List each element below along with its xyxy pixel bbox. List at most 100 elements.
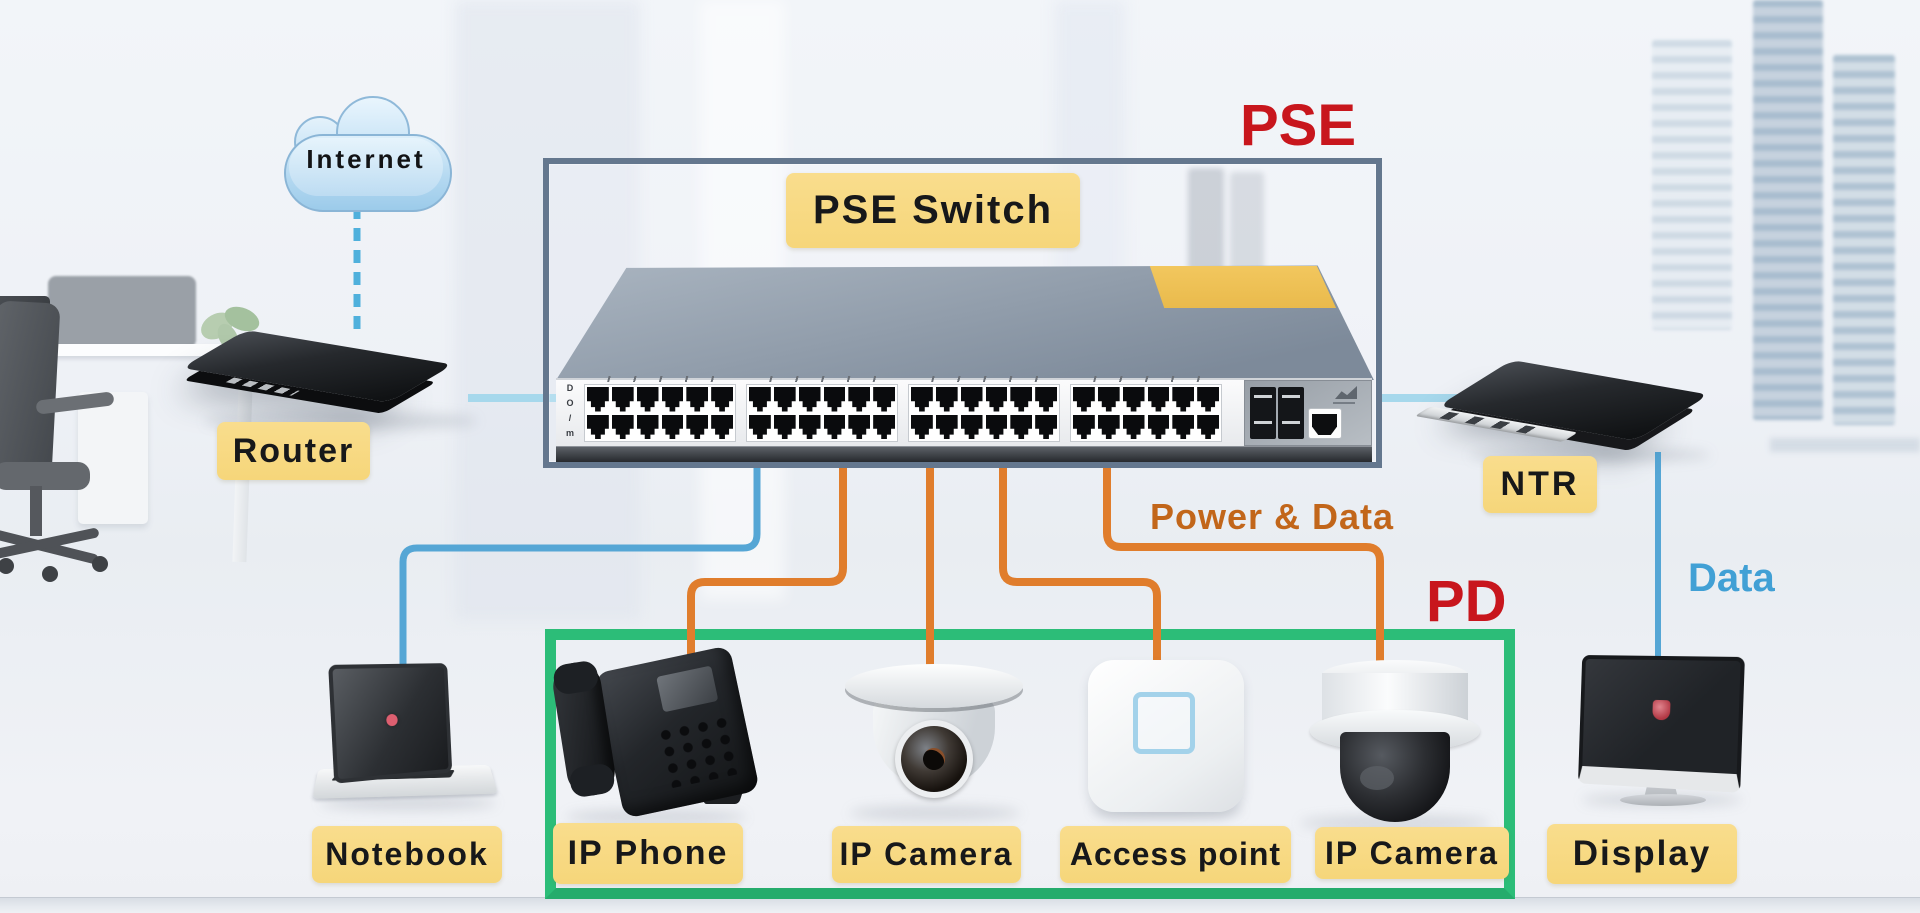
chair-wheel	[42, 566, 58, 582]
brand-logo-icon	[1335, 386, 1357, 399]
office-chair-post	[30, 486, 42, 536]
desk	[0, 344, 262, 356]
phone-body	[594, 645, 760, 819]
ip-camera-label: IP Camera	[832, 826, 1021, 883]
rj45-port	[873, 414, 895, 439]
notebook-device	[312, 663, 498, 806]
desk-drawer	[78, 392, 148, 524]
rj45-port	[1122, 387, 1145, 412]
rj45-port	[1010, 414, 1033, 439]
shadow	[850, 806, 1020, 820]
switch-to-ipcamera2-power-line	[1103, 450, 1384, 666]
switch-port-group	[746, 376, 898, 442]
rj45-port	[823, 387, 846, 412]
rj45-port	[686, 387, 709, 412]
rj45-port	[848, 387, 871, 412]
rj45-port	[911, 387, 933, 412]
rj45-port	[1197, 414, 1219, 439]
switch-to-accesspoint-power-line	[999, 450, 1161, 666]
chair-wheel	[0, 558, 14, 574]
laptop-screen	[328, 663, 453, 784]
rj45-port	[1073, 414, 1095, 439]
internet-cloud-icon: Internet	[284, 96, 452, 212]
switch-port-group	[908, 376, 1060, 442]
monitor-screen	[1578, 655, 1745, 793]
pse-switch-label: PSE Switch	[786, 173, 1080, 248]
shadow	[566, 810, 746, 824]
access-point-device	[1088, 660, 1244, 812]
rj45-port	[935, 414, 958, 439]
rj45-port	[798, 414, 821, 439]
rj45-port	[935, 387, 958, 412]
rj45-port	[636, 387, 659, 412]
console-port	[1308, 408, 1342, 439]
rj45-port	[661, 387, 684, 412]
camera-dome-glass	[1340, 732, 1450, 822]
pse-title: PSE	[1240, 93, 1357, 158]
switch-sfp-section	[1244, 380, 1372, 446]
building-silhouette	[1753, 0, 1823, 420]
ip-camera-dome-device	[1292, 656, 1498, 828]
rj45-port	[636, 414, 659, 439]
rj45-port	[686, 414, 709, 439]
ip-camera-turret-device	[845, 658, 1023, 820]
rj45-port	[960, 387, 983, 412]
rj45-port	[1035, 414, 1057, 439]
rj45-port	[873, 387, 895, 412]
access-point-label: Access point	[1060, 826, 1291, 883]
shadow	[1300, 816, 1490, 830]
rj45-port	[1097, 414, 1120, 439]
data-label: Data	[1688, 556, 1775, 600]
rj45-port	[960, 414, 983, 439]
rj45-port	[1147, 387, 1170, 412]
router-label: Router	[217, 422, 370, 480]
office-chair-seat	[0, 462, 90, 490]
rj45-port	[1035, 387, 1057, 412]
switch-to-ipphone-power-line	[687, 450, 847, 684]
rj45-port	[798, 387, 821, 412]
shadow	[320, 796, 496, 810]
rj45-port	[661, 414, 684, 439]
camera-lens-icon	[1360, 766, 1394, 790]
chair-wheel	[92, 556, 108, 572]
rj45-port	[1097, 387, 1120, 412]
cloud-shape	[289, 138, 443, 196]
switch-to-notebook-line	[399, 450, 761, 668]
rj45-port	[773, 414, 796, 439]
rj45-port	[1073, 387, 1095, 412]
rj45-port	[1197, 387, 1219, 412]
rj45-port	[611, 387, 634, 412]
rj45-port	[1172, 414, 1195, 439]
rj45-port	[848, 414, 871, 439]
switch-port-group	[1070, 376, 1222, 442]
brand-logo-underline	[1333, 402, 1355, 404]
rj45-port	[1010, 387, 1033, 412]
building-silhouette	[1652, 40, 1732, 330]
phone-keypad	[654, 713, 741, 790]
desk-partition	[48, 276, 196, 348]
ip-phone-label: IP Phone	[553, 823, 743, 884]
phone-screen	[656, 665, 719, 713]
rj45-port	[911, 414, 933, 439]
pd-title: PD	[1426, 569, 1507, 634]
laptop-logo-icon	[386, 713, 398, 727]
camera-lens-icon	[901, 726, 967, 792]
display-label: Display	[1547, 824, 1737, 884]
rj45-port	[749, 387, 771, 412]
camera-iris	[918, 743, 950, 775]
power-and-data-label: Power & Data	[1150, 496, 1395, 537]
sfp-cage	[1250, 387, 1276, 439]
rj45-port	[1172, 387, 1195, 412]
switch-port-groups	[584, 376, 1240, 442]
pd-group-box	[545, 629, 1515, 899]
rj45-port	[711, 414, 733, 439]
rj45-port	[773, 387, 796, 412]
rj45-port	[985, 414, 1008, 439]
rj45-port	[1122, 414, 1145, 439]
ntr-label: NTR	[1483, 456, 1597, 513]
building-silhouette	[1833, 55, 1895, 425]
rj45-port	[611, 414, 634, 439]
